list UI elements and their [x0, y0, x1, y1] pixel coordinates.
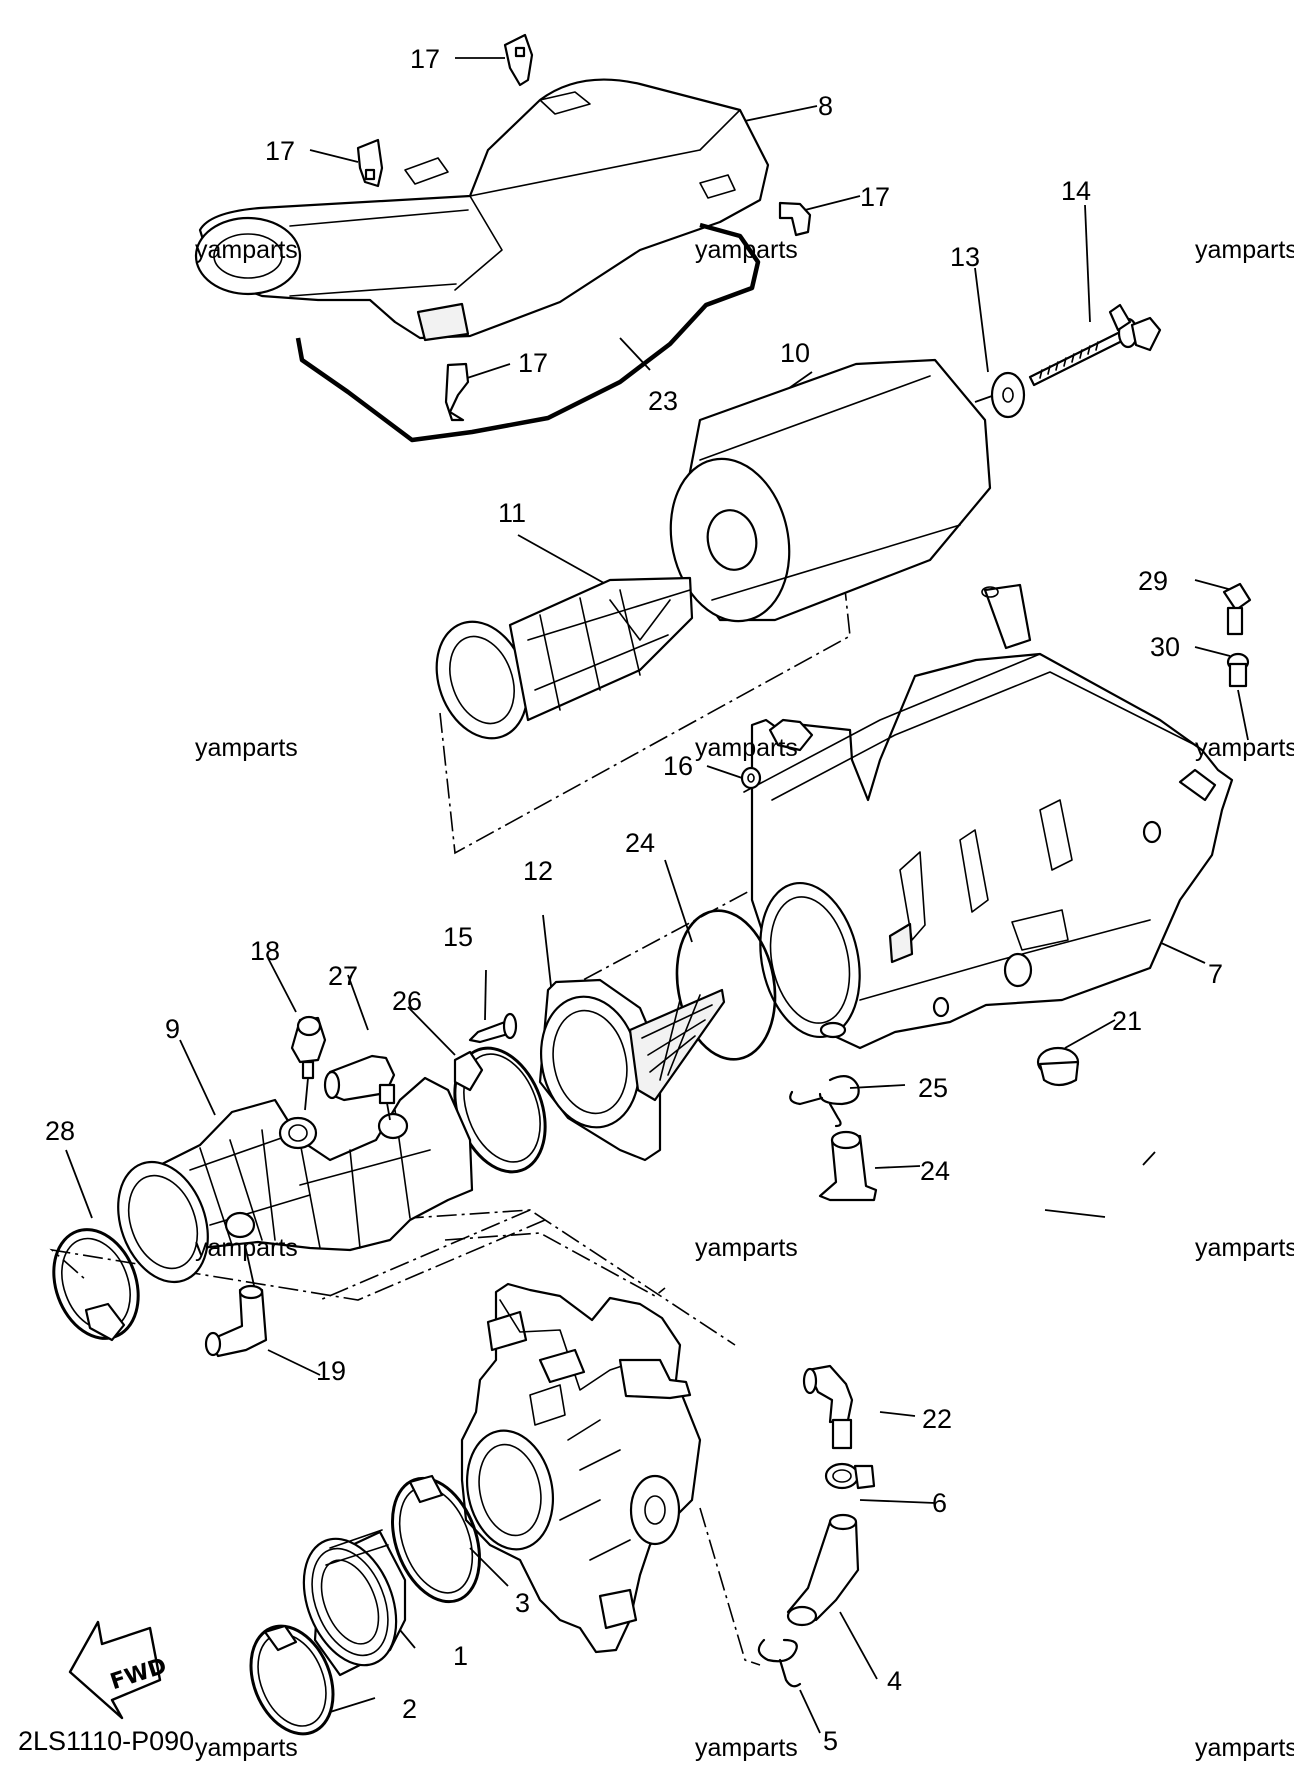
- watermark: yamparts: [1195, 1734, 1294, 1762]
- part-8-cap: [194, 78, 770, 342]
- callout-15: 15: [443, 922, 473, 952]
- watermarks: yamparts yamparts yamparts yamparts yamp…: [195, 236, 1294, 1762]
- part-6-clip: [824, 1462, 876, 1490]
- callout-11: 11: [498, 498, 526, 528]
- callout-21: 22: [922, 1404, 952, 1434]
- watermark: yamparts: [1195, 1234, 1294, 1262]
- part-18-plug: [290, 1015, 327, 1111]
- watermark: yamparts: [695, 1234, 798, 1262]
- callout-2: 2: [402, 1694, 417, 1724]
- callout-1: 1: [453, 1641, 468, 1671]
- callout-3: 3: [515, 1588, 530, 1618]
- throttle-body: [460, 1282, 702, 1654]
- part-4-hose: [786, 1513, 860, 1627]
- callout-25: 25: [918, 1073, 948, 1103]
- callout-16: 16: [663, 751, 693, 781]
- part-25-clip: [789, 1075, 860, 1128]
- callout-23: 24: [625, 828, 655, 858]
- part-11-guide: [435, 576, 694, 740]
- watermark: yamparts: [695, 734, 798, 762]
- callout-6: 6: [932, 1488, 947, 1518]
- callout-17-right: 17: [860, 182, 890, 212]
- callout-26: 26: [392, 986, 422, 1016]
- watermark: yamparts: [695, 1734, 798, 1762]
- callout-numbers: 17 8 17 17 14 13 17 10 23 11 29 30 16 24…: [45, 44, 1223, 1756]
- part-17-clips: [356, 33, 812, 422]
- part-29-bolt: [1222, 582, 1252, 636]
- part-12-cage: [538, 978, 726, 1162]
- part-9-joint-air-filter: [117, 1076, 474, 1284]
- part-13-washer: [974, 371, 1026, 419]
- part-7-air-filter-case: [743, 583, 1234, 1050]
- callout-17-top: 17: [410, 44, 440, 74]
- watermark: yamparts: [195, 236, 298, 264]
- watermark: yamparts: [195, 734, 298, 762]
- callout-20: 21: [1112, 1006, 1142, 1036]
- callout-5: 5: [823, 1726, 838, 1756]
- part-30-collar: [1226, 652, 1250, 741]
- callout-22: 23: [648, 386, 678, 416]
- watermark: yamparts: [695, 236, 798, 264]
- part-26-clamp: [453, 1046, 547, 1174]
- part-14-bolt: [1028, 303, 1162, 387]
- part-1-joint-throttle-body: [302, 1529, 407, 1677]
- part-20-cap: [1036, 1046, 1080, 1087]
- part-28-clamp: [52, 1228, 140, 1342]
- callout-10: 10: [780, 338, 810, 368]
- callout-14: 14: [1061, 176, 1091, 206]
- callout-27: 27: [328, 961, 358, 991]
- watermark: yamparts: [1195, 236, 1294, 264]
- part-19-joint: [204, 1244, 268, 1358]
- watermark: yamparts: [1195, 734, 1294, 762]
- callout-13: 13: [950, 242, 980, 272]
- part-10-element: [669, 358, 992, 623]
- part-16-grommet: [740, 766, 762, 790]
- callout-19: 19: [316, 1356, 346, 1386]
- callout-4: 4: [887, 1666, 902, 1696]
- part-27-joint: [323, 1054, 396, 1121]
- fwd-arrow: FWD: [68, 1620, 170, 1720]
- callout-8: 8: [818, 91, 833, 121]
- callout-30: 30: [1150, 632, 1180, 662]
- part-5-clip: [757, 1638, 802, 1688]
- diagram-code: 2LS1110-P090: [18, 1726, 194, 1756]
- callout-17-bottom: 17: [518, 348, 548, 378]
- callout-12: 12: [523, 856, 553, 886]
- callout-9: 9: [165, 1014, 180, 1044]
- watermark: yamparts: [195, 1734, 298, 1762]
- callout-29: 29: [1138, 566, 1168, 596]
- part-3-clamp: [391, 1474, 481, 1604]
- callout-7: 7: [1208, 959, 1223, 989]
- callout-17-left: 17: [265, 136, 295, 166]
- part-2-clamp: [249, 1624, 335, 1736]
- part-15-rivet: [468, 1012, 518, 1044]
- callout-18: 18: [250, 936, 280, 966]
- part-22-seal: [295, 222, 761, 443]
- part-21-joint: [802, 1364, 854, 1450]
- watermark: yamparts: [195, 1234, 298, 1262]
- part-23-o-ring: [675, 909, 777, 1061]
- callout-28: 28: [45, 1116, 75, 1146]
- callout-24-label: 24: [920, 1156, 950, 1186]
- part-24-drain-joint: [818, 1130, 878, 1202]
